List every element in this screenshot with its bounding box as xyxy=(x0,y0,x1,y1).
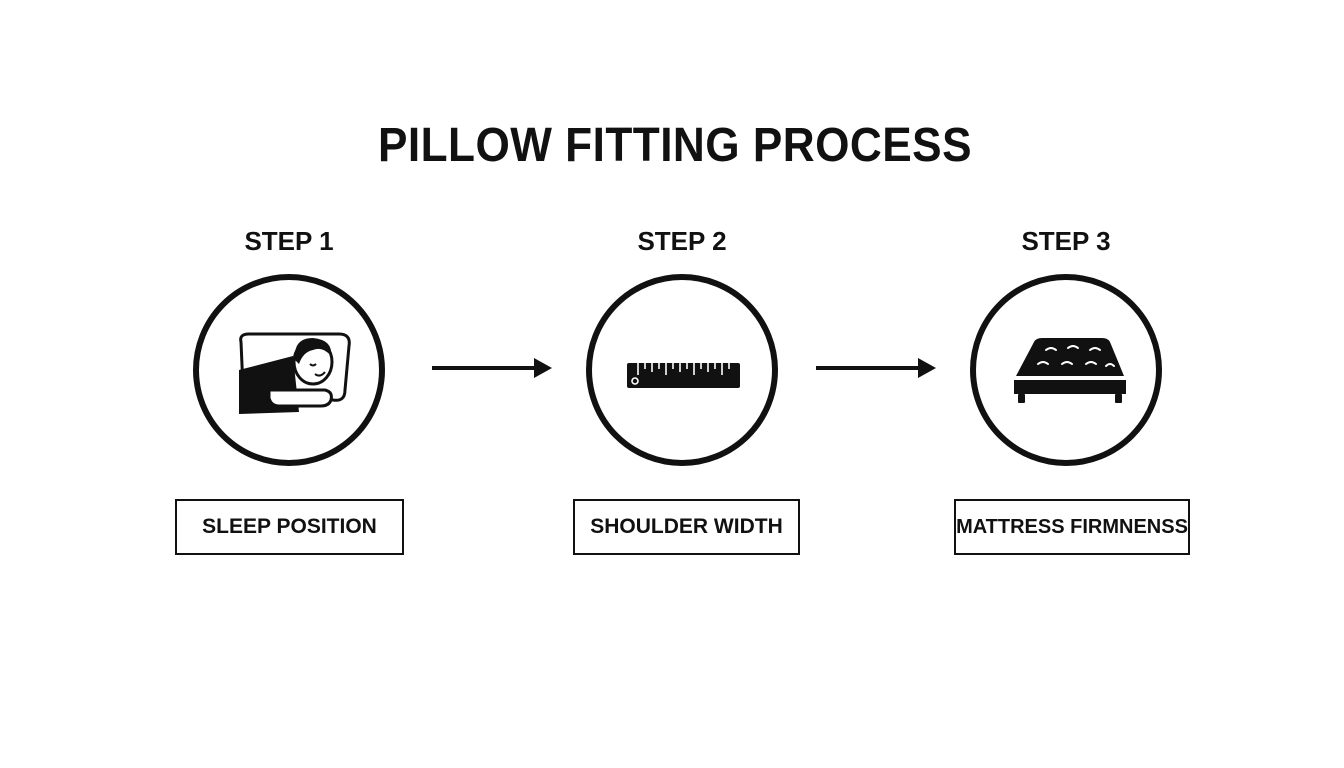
diagram-title: PILLOW FITTING PROCESS xyxy=(377,119,973,172)
step-2-circle xyxy=(586,274,778,466)
step-2-caption: SHOULDER WIDTH xyxy=(573,499,800,555)
arrow-right-icon xyxy=(816,356,938,380)
step-3-circle xyxy=(970,274,1162,466)
step-2-label: STEP 2 xyxy=(637,226,727,256)
step-3-label: STEP 3 xyxy=(1021,226,1111,256)
step-3-caption: MATTRESS FIRMNENSS xyxy=(954,499,1190,555)
step-1-circle xyxy=(193,274,385,466)
arrow-right-icon xyxy=(432,356,554,380)
mattress-icon xyxy=(1014,338,1126,403)
side-sleeper-icon xyxy=(239,332,351,414)
step-1-label: STEP 1 xyxy=(244,226,334,256)
ruler-icon xyxy=(627,363,740,388)
step-1-caption: SLEEP POSITION xyxy=(175,499,404,555)
